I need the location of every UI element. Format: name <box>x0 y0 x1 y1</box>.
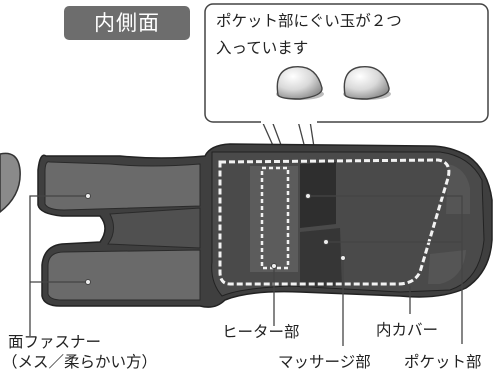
massage-label: マッサージ部 <box>278 353 371 371</box>
right-pad-lower <box>428 250 466 284</box>
leader-lines <box>29 195 463 346</box>
callout-text: ポケット部にぐい玉が２つ 入っています <box>216 8 478 62</box>
massage-ball-left <box>276 65 324 100</box>
left-flap <box>0 152 21 213</box>
middle-band <box>107 207 201 249</box>
right-pad-upper <box>446 164 470 214</box>
pocket-outline <box>218 158 451 286</box>
callout-line-1: ポケット部にぐい玉が２つ <box>216 12 402 30</box>
callout-box <box>204 3 489 123</box>
fastener-label: 面ファスナー <box>8 333 102 351</box>
heater-zone <box>250 166 298 272</box>
callout-line-2: 入っています <box>216 39 309 57</box>
inner-cover-label: 内カバー <box>376 321 439 339</box>
massage-zone <box>300 228 342 288</box>
pocket-label: ポケット部 <box>404 353 482 371</box>
pocket-zone <box>300 162 336 228</box>
fastener-sublabel: （メス／柔らかい方） <box>2 353 158 371</box>
fastener-lower <box>47 249 201 301</box>
massage-ball-right <box>343 65 391 100</box>
heater-label: ヒーター部 <box>222 323 300 341</box>
fastener-upper <box>44 161 201 211</box>
title-badge: 内側面 <box>64 6 190 40</box>
